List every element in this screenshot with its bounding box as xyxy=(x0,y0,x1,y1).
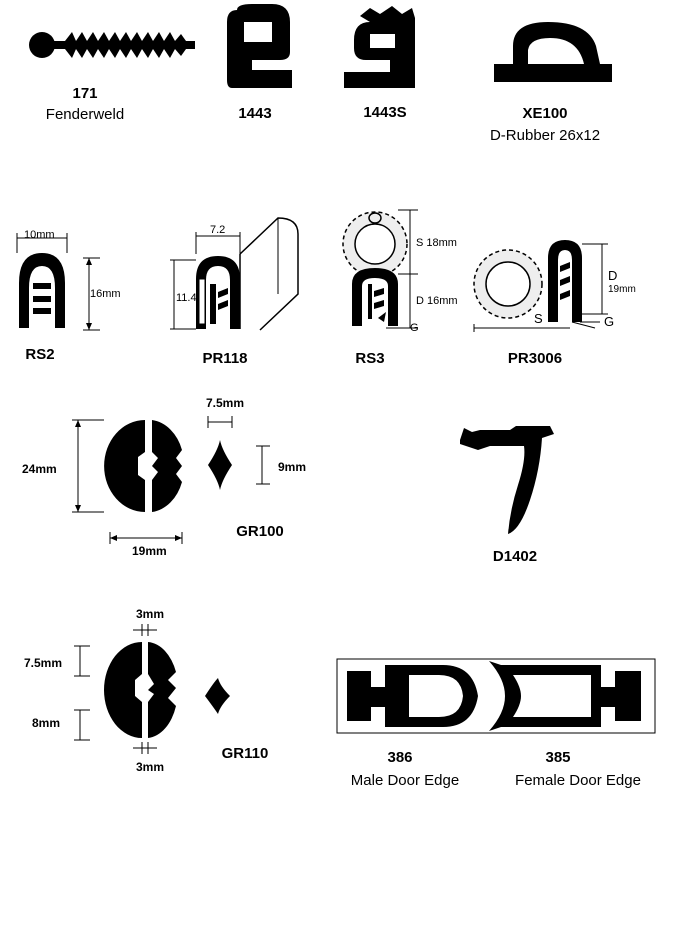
profile-code-d1402: D1402 xyxy=(492,548,538,565)
gr110-profile-drawing xyxy=(74,624,230,754)
profile-code-1443s: 1443S xyxy=(363,104,407,121)
gr110-upper-dim: 7.5mm xyxy=(24,656,63,670)
pr3006-profile-drawing xyxy=(473,240,608,332)
gr100-profile-drawing xyxy=(72,416,270,544)
rs3-profile-drawing xyxy=(342,209,418,329)
profile-code-rs3: RS3 xyxy=(355,350,385,367)
pr3006-g-dim: G xyxy=(604,314,615,329)
profile-code-1443: 1443 xyxy=(238,105,272,122)
pr3006-d-dim: D xyxy=(608,268,618,283)
fenderweld-profile-drawing xyxy=(29,32,195,58)
profile-code-rs2: RS2 xyxy=(25,346,55,363)
xe100-profile-drawing xyxy=(494,22,612,82)
profile-code-386: 386 xyxy=(387,749,413,766)
rs2-height-dim: 16mm xyxy=(90,288,121,300)
gr110-bottom-gap-dim: 3mm xyxy=(136,760,165,774)
rs3-s-dim: S 18mm xyxy=(416,237,457,249)
rs2-width-dim: 10mm xyxy=(24,229,55,241)
profile-code-171: 171 xyxy=(72,85,98,102)
gr100-side-dim: 9mm xyxy=(278,460,307,474)
profile-code-gr110: GR110 xyxy=(221,745,269,762)
gr110-top-gap-dim: 3mm xyxy=(136,607,165,621)
rs3-g-dim: G xyxy=(410,322,419,334)
door-edge-profile-drawing xyxy=(336,658,656,734)
profile-name-d-rubber: D-Rubber 26x12 xyxy=(489,127,601,144)
profile-code-pr3006: PR3006 xyxy=(507,350,563,367)
profile-name-male-door-edge: Male Door Edge xyxy=(350,772,460,789)
gr100-height-dim: 24mm xyxy=(22,462,57,476)
pr118-profile-drawing xyxy=(170,217,299,331)
gr100-width-dim: 19mm xyxy=(132,544,167,558)
pr118-height-dim: 11.4 xyxy=(176,292,197,304)
pr3006-s-dim: S xyxy=(534,311,543,326)
gr100-top-dim: 7.5mm xyxy=(206,396,245,410)
rs3-d-dim: D 16mm xyxy=(416,295,458,307)
d1402-profile-drawing xyxy=(460,426,554,534)
profile-name-female-door-edge: Female Door Edge xyxy=(515,772,641,789)
profile-1443-drawing xyxy=(227,4,292,88)
profile-code-gr100: GR100 xyxy=(236,523,284,540)
profile-code-pr118: PR118 xyxy=(202,350,248,367)
profile-name-fenderweld: Fenderweld xyxy=(45,106,125,123)
rs2-profile-drawing xyxy=(16,233,100,331)
pr3006-19mm-dim: 19mm xyxy=(608,284,636,295)
gr110-lower-dim: 8mm xyxy=(32,716,61,730)
profile-code-385: 385 xyxy=(545,749,571,766)
profile-1443s-drawing xyxy=(344,6,415,88)
profile-code-xe100: XE100 xyxy=(522,105,568,122)
pr118-width-dim: 7.2 xyxy=(210,224,226,236)
